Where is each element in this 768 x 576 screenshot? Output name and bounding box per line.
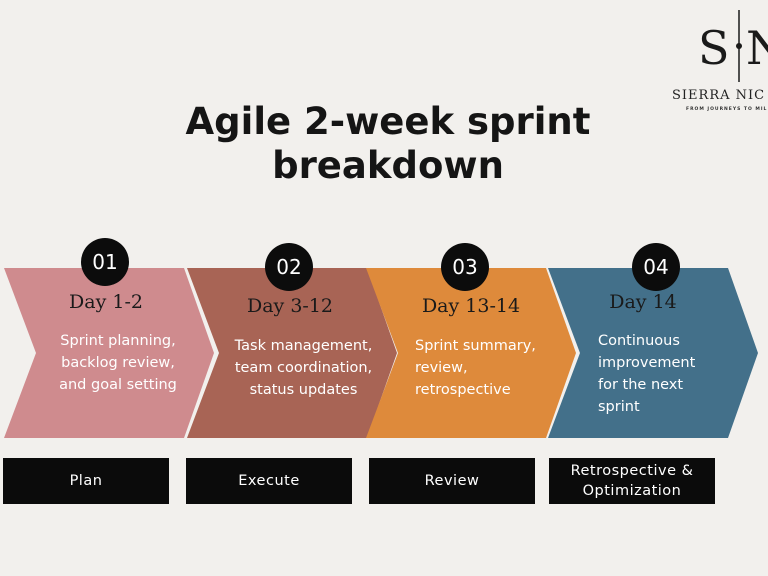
step-3-desc-line-2: review, [415, 360, 468, 376]
brand-tagline: FROM JOURNEYS TO MIL [686, 107, 768, 112]
phase-label-execute: Execute [186, 458, 352, 504]
step-3-day: Day 13-14 [421, 295, 521, 317]
title-line-1: Agile 2-week sprint [185, 100, 591, 143]
step-1-badge: 01 [81, 238, 129, 286]
step-2-arrow [187, 268, 397, 438]
step-4-arrow [548, 268, 758, 438]
title-line-2: breakdown [272, 144, 504, 187]
monogram-logo-icon: S N [698, 10, 768, 82]
step-2-chevron [187, 268, 397, 438]
phase-label-retro-line-1: Retrospective & [570, 463, 694, 479]
step-3-arrow [366, 268, 576, 438]
step-2-desc-line-1: Task management, [234, 338, 373, 354]
phase-label-review-text: Review [424, 473, 480, 489]
step-2-day: Day 3-12 [246, 295, 334, 317]
step-1-day: Day 1-2 [69, 291, 143, 313]
step-4-description: Continuous improvement for the next spri… [598, 330, 728, 418]
phase-label-retrospective: Retrospective & Optimization [549, 458, 715, 504]
phase-label-plan-text: Plan [69, 473, 103, 489]
step-3-description: Sprint summary, review, retrospective [415, 335, 565, 401]
phase-label-retro-line-2: Optimization [582, 483, 682, 499]
step-3-chevron [366, 268, 576, 438]
step-4-day: Day 14 [609, 291, 677, 313]
page-title: Agile 2-week sprint breakdown [0, 100, 768, 188]
step-4-chevron-fill [548, 268, 758, 438]
step-1-desc-line-3: and goal setting [59, 377, 177, 393]
step-1-desc-line-2: backlog review, [61, 355, 175, 371]
brand-name: SIERRA NIC [672, 88, 766, 103]
svg-text:N: N [746, 21, 768, 75]
step-4-desc-line-3: for the next [598, 377, 684, 393]
step-1-chevron-fill [4, 268, 214, 438]
step-4-desc-line-2: improvement [598, 355, 696, 371]
svg-text:S: S [698, 21, 730, 75]
step-3-desc-line-1: Sprint summary, [415, 338, 536, 354]
step-1-desc-line-1: Sprint planning, [60, 333, 176, 349]
step-4-desc-line-1: Continuous [598, 333, 680, 349]
phase-label-execute-text: Execute [238, 473, 300, 489]
step-4-desc-line-4: sprint [598, 399, 640, 415]
step-2-badge: 02 [265, 243, 313, 291]
step-4-badge: 04 [632, 243, 680, 291]
step-3-desc-line-3: retrospective [415, 382, 511, 398]
step-1-description: Sprint planning, backlog review, and goa… [48, 330, 188, 396]
step-3-chevron-fill [366, 268, 576, 438]
phase-label-review: Review [369, 458, 535, 504]
step-4-chevron [548, 268, 758, 438]
step-3-badge: 03 [441, 243, 489, 291]
step-2-chevron-fill [187, 268, 397, 438]
step-2-desc-line-2: team coordination, [234, 360, 373, 376]
step-1-arrow [4, 268, 214, 438]
step-1-chevron [4, 268, 214, 438]
step-2-desc-line-3: status updates [249, 382, 358, 398]
step-2-description: Task management, team coordination, stat… [226, 335, 381, 401]
phase-label-plan: Plan [3, 458, 169, 504]
brand-logo: S N SIERRA NIC FROM JOURNEYS TO MIL [672, 6, 768, 116]
